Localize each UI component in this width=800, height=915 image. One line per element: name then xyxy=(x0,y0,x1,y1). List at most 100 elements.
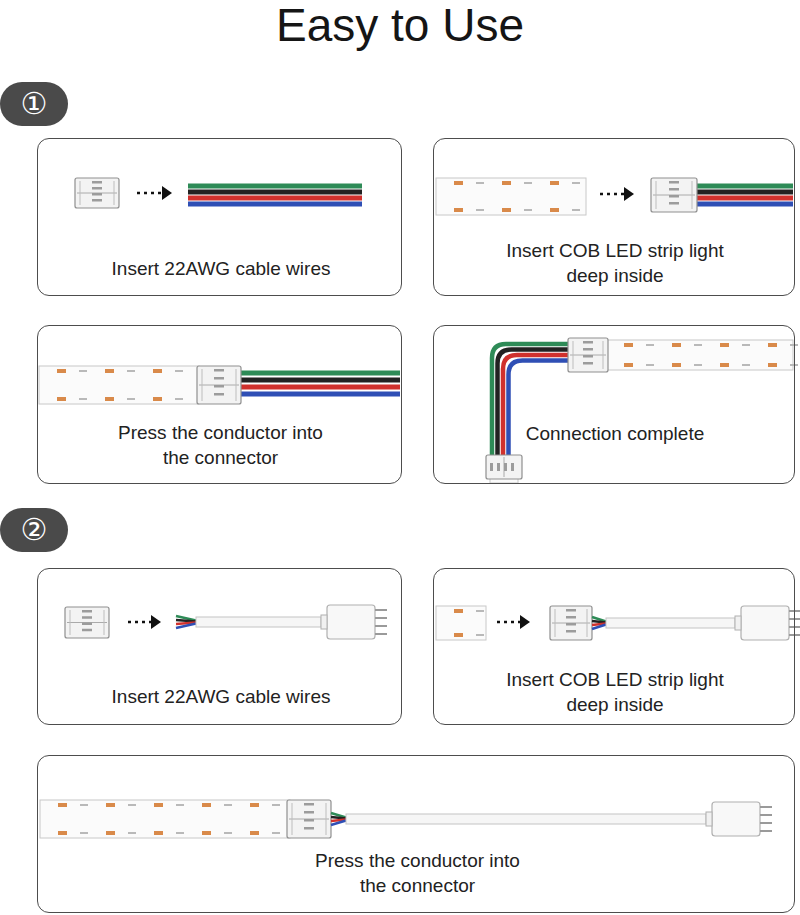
solder-pad xyxy=(58,803,67,807)
strip-marking xyxy=(476,182,484,184)
strip-marking xyxy=(127,370,135,372)
wire xyxy=(188,184,362,189)
strip-marking xyxy=(127,398,135,400)
solder-pad xyxy=(502,208,511,212)
wire xyxy=(697,196,793,201)
strip-marking xyxy=(176,832,184,834)
strip-marking xyxy=(742,344,750,346)
connector-contact xyxy=(669,188,679,191)
connector-contact xyxy=(566,609,576,612)
strip-marking xyxy=(476,610,484,612)
connector-contact xyxy=(583,362,593,365)
strip-marking xyxy=(224,832,232,834)
step-panel: Insert COB LED strip light deep inside xyxy=(433,138,795,296)
solder-pad xyxy=(105,369,114,373)
strip-marking xyxy=(790,344,798,346)
connector-contact xyxy=(583,348,593,351)
wire xyxy=(240,385,400,390)
connector-contact xyxy=(566,630,576,633)
connector-contact xyxy=(583,355,593,358)
strip-marking xyxy=(646,344,654,346)
connector-contact xyxy=(82,629,92,632)
solder-pad xyxy=(106,803,115,807)
solder-pad xyxy=(502,181,511,185)
step-number: ② xyxy=(21,513,48,547)
solder-pad xyxy=(720,343,729,347)
solder-pad xyxy=(768,363,777,367)
step-panel: Press the conductor into the connector xyxy=(37,755,795,913)
connector-contact xyxy=(82,623,92,626)
connector-edge xyxy=(656,181,657,209)
step-caption: Press the conductor into the connector xyxy=(108,420,333,470)
wire xyxy=(240,378,400,383)
connector-contact xyxy=(92,187,102,190)
connector-edge xyxy=(114,181,115,205)
solder-pad xyxy=(454,181,463,185)
plug-pin xyxy=(760,822,772,824)
strip-connector xyxy=(197,366,241,404)
connector-contact xyxy=(504,463,507,471)
strip-connector xyxy=(550,606,592,640)
dashed-arrow xyxy=(137,192,164,195)
strip-connector xyxy=(75,178,119,208)
solder-pad xyxy=(153,397,162,401)
connector-edge xyxy=(292,803,293,835)
connector-contact xyxy=(583,341,593,344)
plug-neck xyxy=(321,615,327,629)
plug-pin xyxy=(760,806,772,808)
dashed-arrow xyxy=(497,621,522,624)
4-pin-plug xyxy=(741,606,789,640)
step-badge: ① xyxy=(0,82,68,126)
connector-contact xyxy=(82,610,92,613)
cob-led-strip xyxy=(39,366,199,404)
solder-pad xyxy=(202,803,211,807)
cob-led-strip xyxy=(436,606,486,640)
strip-marking xyxy=(175,370,183,372)
connector-edge xyxy=(202,369,203,401)
cob-led-strip xyxy=(436,178,586,215)
step-panel: Insert COB LED strip light deep inside xyxy=(433,568,795,725)
wire xyxy=(697,184,793,189)
connector-contact xyxy=(82,616,92,619)
connector-contact xyxy=(669,181,679,184)
wire xyxy=(331,821,346,826)
solder-pad xyxy=(106,831,115,835)
step-caption: Insert 22AWG cable wires xyxy=(101,256,341,281)
plug-pin xyxy=(375,609,387,611)
wire xyxy=(697,190,793,195)
strip-marking xyxy=(742,364,750,366)
wire xyxy=(176,624,196,629)
solder-pad xyxy=(202,831,211,835)
connector-edge xyxy=(80,181,81,205)
strip-marking xyxy=(524,209,532,211)
strip-marking xyxy=(694,344,702,346)
step-panel: Insert 22AWG cable wires xyxy=(37,568,402,725)
solder-pad xyxy=(454,609,463,613)
strip-marking xyxy=(80,804,88,806)
connector-contact xyxy=(304,803,314,806)
solder-pad xyxy=(153,369,162,373)
connector-edge xyxy=(104,610,105,635)
connector-edge xyxy=(236,369,237,401)
wire xyxy=(240,392,400,397)
strip-marking xyxy=(176,804,184,806)
solder-pad xyxy=(57,369,66,373)
connector-edge xyxy=(326,803,327,835)
connector-contact xyxy=(304,827,314,830)
strip-connector xyxy=(486,455,522,479)
connector-edge xyxy=(692,181,693,209)
connector-contact xyxy=(214,377,224,380)
connector-edge xyxy=(70,610,71,635)
strip-marking xyxy=(572,182,580,184)
connector-contact xyxy=(566,616,576,619)
plug-neck xyxy=(735,616,741,630)
plug-pin xyxy=(760,830,772,832)
solder-pad xyxy=(672,363,681,367)
strip-marking xyxy=(476,634,484,636)
strip-marking xyxy=(272,804,280,806)
strip-marking xyxy=(790,364,798,366)
wire xyxy=(176,616,196,621)
solder-pad xyxy=(720,363,729,367)
connector-contact xyxy=(497,463,500,471)
